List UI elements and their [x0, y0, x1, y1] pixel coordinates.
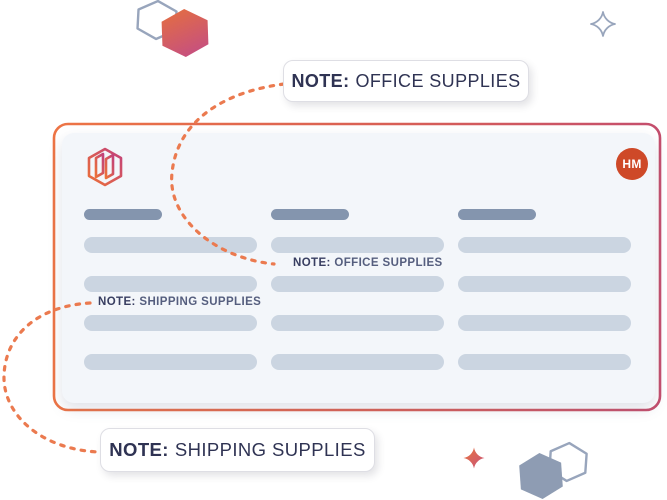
- callout-office-label: OFFICE SUPPLIES: [355, 70, 521, 91]
- skeleton-column-3: [458, 209, 631, 393]
- callout-shipping-label: SHIPPING SUPPLIES: [174, 439, 366, 460]
- sparkle-filled-icon: [463, 447, 485, 469]
- callout-office: NOTE: OFFICE SUPPLIES: [283, 60, 529, 102]
- inline-note-shipping: NOTE: SHIPPING SUPPLIES: [98, 296, 261, 308]
- sparkle-outline-icon: [590, 11, 616, 37]
- skeleton-bar: [458, 315, 631, 331]
- skeleton-bar: [458, 237, 631, 253]
- skeleton-header-bar: [84, 209, 162, 220]
- inline-note-office-label: OFFICE SUPPLIES: [334, 257, 443, 269]
- skeleton-bar: [271, 315, 444, 331]
- skeleton-bar: [84, 354, 257, 370]
- inline-note-office: NOTE: OFFICE SUPPLIES: [293, 257, 443, 269]
- inline-note-shipping-label: SHIPPING SUPPLIES: [139, 296, 262, 308]
- inline-note-shipping-prefix: NOTE:: [98, 296, 136, 308]
- avatar: HM: [616, 148, 648, 180]
- skeleton-bar: [271, 237, 444, 253]
- skeleton-header-bar: [458, 209, 536, 220]
- hexagon-outline-icon: [136, 0, 209, 57]
- skeleton-header-bar: [271, 209, 349, 220]
- callout-shipping-prefix: NOTE:: [109, 439, 169, 460]
- skeleton-column-2: [271, 209, 444, 393]
- skeleton-bar: [271, 354, 444, 370]
- inline-note-office-prefix: NOTE:: [293, 257, 331, 269]
- skeleton-bar: [458, 354, 631, 370]
- avatar-initials: HM: [622, 157, 642, 171]
- callout-office-prefix: NOTE:: [291, 70, 350, 91]
- skeleton-bar: [84, 315, 257, 331]
- hexagon-pair-icon: [519, 441, 588, 499]
- callout-shipping: NOTE: SHIPPING SUPPLIES: [100, 428, 375, 472]
- skeleton-bar: [84, 276, 257, 292]
- app-logo-icon: [87, 147, 123, 187]
- skeleton-bar: [271, 276, 444, 292]
- skeleton-bar: [458, 276, 631, 292]
- mock-app-card: HM NOTE: OFFICE SUPPLIES NOTE:: [62, 133, 655, 403]
- skeleton-bar: [84, 237, 257, 253]
